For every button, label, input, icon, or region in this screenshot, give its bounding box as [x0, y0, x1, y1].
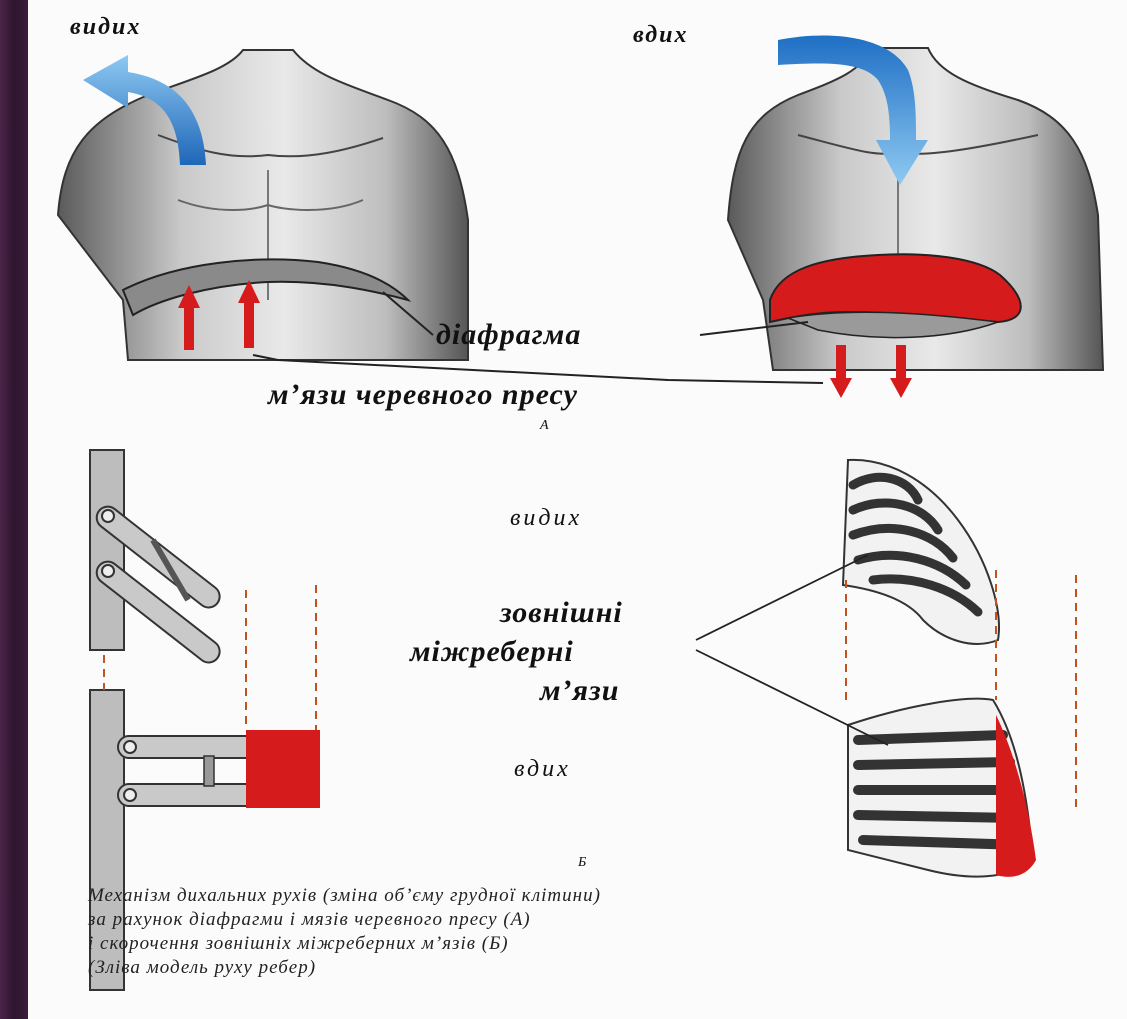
caption-line: (Зліва модель руху ребер): [88, 956, 1127, 980]
label-external-line1: зовнішні: [500, 596, 623, 630]
caption-line: і скорочення зовнішніх міжреберних м’язі…: [88, 932, 1127, 956]
caption-line: за рахунок діафрагми і мязів черевного п…: [88, 908, 1127, 932]
rib-model-red-block: [246, 730, 320, 808]
rib-cage-red-zone: [996, 715, 1036, 877]
figure-sheet: видих вдих діафрагма м’язи черевного пре…: [28, 0, 1127, 1019]
caption-line: Механізм дихальних рухів (зміна об’єму г…: [88, 884, 1127, 908]
label-exhale-mid: видих: [510, 505, 582, 532]
label-panel-a: А: [540, 418, 549, 434]
label-diaphragm: діафрагма: [436, 318, 581, 352]
label-exhale-top: видих: [70, 14, 141, 41]
label-panel-b: Б: [578, 855, 586, 871]
figure-caption: Механізм дихальних рухів (зміна об’єму г…: [88, 884, 1127, 980]
label-external-line2: міжреберні: [410, 635, 574, 669]
label-inhale-mid: вдих: [514, 756, 571, 783]
label-external-line3: м’язи: [540, 674, 619, 708]
rib-cage-exhale: [843, 460, 999, 644]
rib-cage-inhale: [848, 699, 1036, 877]
label-inhale-top: вдих: [633, 22, 689, 49]
torso-inhale: [728, 35, 1103, 398]
label-abdominal-muscles: м’язи черевного пресу: [268, 378, 578, 412]
